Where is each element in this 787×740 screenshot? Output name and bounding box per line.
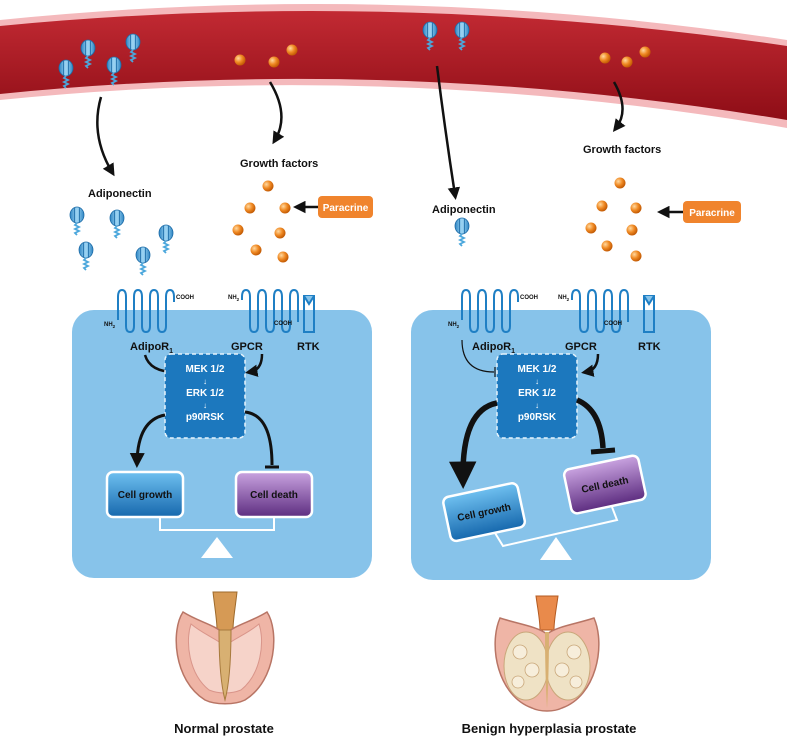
cascade-step-mek: MEK 1/2 xyxy=(518,364,557,375)
adiponectin-release-arrow xyxy=(435,65,461,200)
panel-hyperplasia: Adiponectin Growth factors Paracrine NH2… xyxy=(411,21,741,736)
cooh-label: COOH xyxy=(520,295,538,301)
cell-body xyxy=(72,310,372,578)
paracrine-label: Paracrine xyxy=(689,208,735,219)
growth-factor-dot-icon xyxy=(599,46,651,68)
growth-factor-dot-icon xyxy=(232,180,291,263)
nh2-label: NH2 xyxy=(558,295,570,302)
adiponectin-release-arrow xyxy=(96,96,115,177)
growth-activation-arrow xyxy=(129,413,166,468)
cascade-step-p90rsk: p90RSK xyxy=(518,412,557,423)
gpcr-receptor-icon xyxy=(241,288,299,334)
mapk-cascade-box xyxy=(496,353,578,439)
growth-factors-label: Growth factors xyxy=(240,158,318,170)
paracrine-box xyxy=(683,201,741,223)
growth-factor-release-arrow xyxy=(612,81,626,132)
cell-growth-box xyxy=(105,470,185,519)
rtk-receptor-icon xyxy=(303,295,315,333)
cascade-arrow: ↓ xyxy=(535,377,539,386)
balance-scale-icon xyxy=(159,517,275,558)
gpcr-receptor-icon xyxy=(571,288,629,334)
cooh-label: COOH xyxy=(176,295,194,301)
cell-growth-label: Cell growth xyxy=(118,490,172,501)
cooh-label: COOH xyxy=(604,321,622,327)
cascade-step-p90rsk: p90RSK xyxy=(186,412,225,423)
adiponectin-receptor-icon xyxy=(117,288,175,334)
paracrine-label: Paracrine xyxy=(323,203,369,214)
growth-factor-dot-icon xyxy=(234,44,298,68)
cascade-arrow: ↓ xyxy=(203,377,207,386)
cell-growth-box xyxy=(442,482,527,543)
gpcr-activation-arrow xyxy=(245,353,264,377)
gpcr-activation-arrow xyxy=(581,353,600,377)
adipor1-label: AdipoR1 xyxy=(130,341,173,355)
paracrine-box xyxy=(318,196,373,218)
cell-death-label: Cell death xyxy=(250,490,298,501)
nh2-label: NH2 xyxy=(104,322,116,329)
rtk-label: RTK xyxy=(638,341,661,353)
growth-factor-dot-icon xyxy=(585,177,642,262)
cooh-label: COOH xyxy=(274,321,292,327)
adiponectin-label: Adiponectin xyxy=(88,188,152,200)
death-inhibition-arrow xyxy=(575,397,606,449)
cascade-arrow: ↓ xyxy=(203,401,207,410)
adiponectin-molecule-icon xyxy=(454,217,470,247)
balance-scale-icon xyxy=(494,506,619,560)
growth-factors-label: Growth factors xyxy=(583,144,661,156)
cascade-arrow: ↓ xyxy=(535,401,539,410)
normal-prostate-caption: Normal prostate xyxy=(174,721,274,736)
gpcr-label: GPCR xyxy=(565,341,597,353)
hyperplasia-prostate-caption: Benign hyperplasia prostate xyxy=(462,721,637,736)
growth-activation-arrow xyxy=(449,400,498,489)
adipor1-inhibition-arrow xyxy=(461,339,495,373)
gpcr-label: GPCR xyxy=(231,341,263,353)
rtk-receptor-icon xyxy=(643,295,655,333)
adiponectin-receptor-icon xyxy=(461,288,519,334)
mapk-cascade-box xyxy=(164,353,246,439)
cascade-step-mek: MEK 1/2 xyxy=(186,364,225,375)
cascade-step-erk: ERK 1/2 xyxy=(518,388,556,399)
nh2-label: NH2 xyxy=(448,322,460,329)
rtk-label: RTK xyxy=(297,341,320,353)
cascade-step-erk: ERK 1/2 xyxy=(186,388,224,399)
nh2-label: NH2 xyxy=(228,295,240,302)
normal-prostate-illustration xyxy=(175,591,275,705)
adiponectin-label: Adiponectin xyxy=(432,204,496,216)
hyperplasia-prostate-illustration xyxy=(494,595,600,712)
death-inhibition-arrow xyxy=(244,410,274,466)
cell-death-box xyxy=(562,454,647,515)
adipor1-label: AdipoR1 xyxy=(472,341,515,355)
growth-factor-release-arrow xyxy=(268,81,285,145)
adiponectin-molecule-icon xyxy=(69,206,174,276)
panel-normal: Adiponectin Growth factors Paracrine xyxy=(58,33,373,736)
blood-vessel xyxy=(0,4,787,128)
